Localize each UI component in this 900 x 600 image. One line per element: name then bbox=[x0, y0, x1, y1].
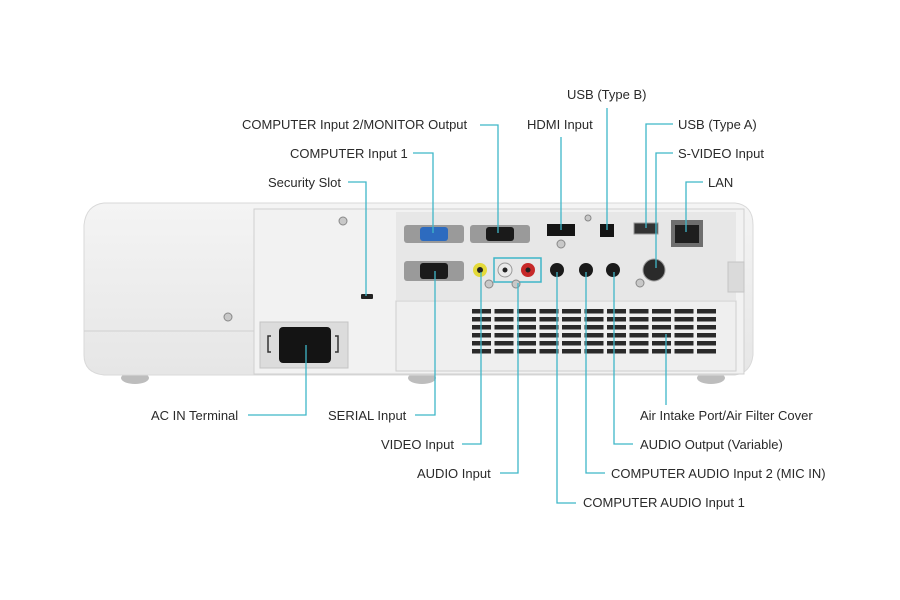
vent-slot bbox=[629, 349, 649, 354]
vent-slot bbox=[607, 325, 626, 330]
vent-slot bbox=[539, 349, 559, 354]
vent-slot bbox=[494, 317, 514, 322]
vent-slot bbox=[562, 325, 581, 330]
vent-slot bbox=[494, 349, 514, 354]
vent-slot bbox=[472, 317, 491, 322]
label-usb-type-a: USB (Type A) bbox=[678, 117, 757, 132]
vent-slot bbox=[539, 325, 559, 330]
s-video-port bbox=[642, 258, 666, 282]
vent-slot bbox=[584, 317, 604, 322]
vent-slot bbox=[472, 341, 491, 346]
label-security-slot: Security Slot bbox=[268, 175, 341, 190]
ac-inlet-port bbox=[279, 327, 331, 363]
vent-slot bbox=[472, 309, 491, 314]
vent-slot bbox=[584, 325, 604, 330]
vent-slot bbox=[517, 333, 536, 338]
label-computer-input2-monitor-output: COMPUTER Input 2/MONITOR Output bbox=[242, 117, 468, 132]
vent-slot bbox=[652, 317, 671, 322]
vent-slot bbox=[517, 349, 536, 354]
vent-slot bbox=[494, 309, 514, 314]
vent-slot bbox=[652, 309, 671, 314]
label-video-input: VIDEO Input bbox=[381, 437, 454, 452]
vent-slot bbox=[539, 317, 559, 322]
vent-slot bbox=[629, 341, 649, 346]
vent-slot bbox=[517, 325, 536, 330]
computer-audio-input1-port bbox=[550, 263, 564, 277]
hdmi-port bbox=[547, 224, 575, 236]
security-slot-port bbox=[361, 294, 373, 299]
label-computer-audio-input1: COMPUTER AUDIO Input 1 bbox=[583, 495, 745, 510]
serial-port bbox=[420, 263, 448, 279]
screw-icon bbox=[223, 312, 233, 322]
vent-slot bbox=[629, 317, 649, 322]
vent-slot bbox=[517, 317, 536, 322]
label-audio-output: AUDIO Output (Variable) bbox=[640, 437, 783, 452]
label-computer-input1: COMPUTER Input 1 bbox=[290, 146, 408, 161]
vent-slot bbox=[539, 333, 559, 338]
vent-slot bbox=[562, 349, 581, 354]
computer-input1-port bbox=[420, 227, 448, 241]
vent-slot bbox=[674, 317, 694, 322]
vent-slot bbox=[674, 325, 694, 330]
computer-input2-port bbox=[486, 227, 514, 241]
vent-slot bbox=[494, 341, 514, 346]
vent-slot bbox=[629, 333, 649, 338]
usb-b-port bbox=[600, 224, 614, 237]
vent-slot bbox=[584, 309, 604, 314]
vent-slot bbox=[517, 309, 536, 314]
vent-slot bbox=[629, 325, 649, 330]
vent-slot bbox=[562, 317, 581, 322]
label-audio-input: AUDIO Input bbox=[417, 466, 491, 481]
vent-slot bbox=[562, 309, 581, 314]
audio-output-port bbox=[606, 263, 620, 277]
screw-icon bbox=[338, 216, 348, 226]
label-s-video-input: S-VIDEO Input bbox=[678, 146, 764, 161]
vent-slot bbox=[584, 349, 604, 354]
computer-audio-input2-port bbox=[579, 263, 593, 277]
vent-slot bbox=[494, 325, 514, 330]
vent-slot bbox=[674, 309, 694, 314]
vent-slot bbox=[697, 349, 716, 354]
label-ac-in-terminal: AC IN Terminal bbox=[151, 408, 239, 423]
vent-slot bbox=[539, 309, 559, 314]
label-usb-type-b: USB (Type B) bbox=[567, 87, 647, 102]
label-computer-audio-input2: COMPUTER AUDIO Input 2 (MIC IN) bbox=[611, 466, 826, 481]
label-air-intake: Air Intake Port/Air Filter Cover bbox=[640, 408, 813, 423]
vent-slot bbox=[517, 341, 536, 346]
vent-slot bbox=[607, 309, 626, 314]
vent-slot bbox=[472, 333, 491, 338]
vent-slot bbox=[674, 349, 694, 354]
vent-slot bbox=[652, 325, 671, 330]
vent-slot bbox=[539, 341, 559, 346]
vent-slot bbox=[629, 309, 649, 314]
vent-slot bbox=[584, 333, 604, 338]
vent-slot bbox=[472, 325, 491, 330]
vent-slot bbox=[607, 349, 626, 354]
label-serial-input: SERIAL Input bbox=[328, 408, 407, 423]
vent-slot bbox=[674, 333, 694, 338]
vent-slot bbox=[697, 325, 716, 330]
vent-slot bbox=[584, 341, 604, 346]
vent-slot bbox=[562, 333, 581, 338]
vent-slot bbox=[697, 333, 716, 338]
label-lan: LAN bbox=[708, 175, 734, 190]
label-hdmi-input: HDMI Input bbox=[527, 117, 593, 132]
vent-slot bbox=[652, 333, 671, 338]
vent-slot bbox=[562, 341, 581, 346]
vent-slot bbox=[472, 349, 491, 354]
vent-slot bbox=[607, 317, 626, 322]
vent-slot bbox=[607, 333, 626, 338]
vent-slot bbox=[607, 341, 626, 346]
vent-slot bbox=[674, 341, 694, 346]
usb-a-port bbox=[633, 222, 659, 235]
vent-slot bbox=[697, 341, 716, 346]
vent-slot bbox=[697, 317, 716, 322]
vent-slot bbox=[652, 341, 671, 346]
vent-slot bbox=[697, 309, 716, 314]
vent-slot bbox=[494, 333, 514, 338]
vent-slot bbox=[652, 349, 671, 354]
